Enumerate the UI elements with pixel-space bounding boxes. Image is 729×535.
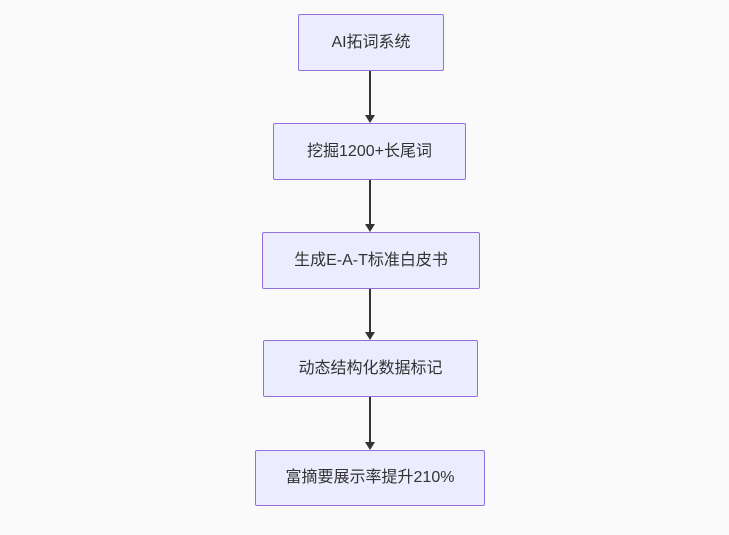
- edge-line: [369, 180, 371, 225]
- arrowhead-icon: [365, 115, 375, 123]
- arrowhead-icon: [365, 442, 375, 450]
- flowchart-node-ai-keyword-system: AI拓词系统: [298, 14, 444, 71]
- edge-line: [369, 71, 371, 116]
- node-label: AI拓词系统: [331, 33, 411, 51]
- node-label: 挖掘1200+长尾词: [307, 142, 432, 160]
- arrowhead-icon: [365, 332, 375, 340]
- node-label: 富摘要展示率提升210%: [285, 469, 455, 487]
- node-label: 动态结构化数据标记: [298, 359, 443, 377]
- flowchart-node-rich-snippet-rate: 富摘要展示率提升210%: [255, 450, 485, 506]
- flowchart-edge-2: [365, 180, 375, 232]
- flowchart-edge-1: [365, 71, 375, 123]
- edge-line: [369, 289, 371, 333]
- flowchart-edge-4: [365, 397, 375, 450]
- flowchart-edge-3: [365, 289, 375, 340]
- arrowhead-icon: [365, 224, 375, 232]
- flowchart-node-longtail-mining: 挖掘1200+长尾词: [273, 123, 466, 180]
- flowchart-node-eat-whitepaper: 生成E-A-T标准白皮书: [262, 232, 480, 289]
- edge-line: [369, 397, 371, 443]
- flowchart-node-structured-data-markup: 动态结构化数据标记: [263, 340, 478, 397]
- node-label: 生成E-A-T标准白皮书: [294, 251, 448, 269]
